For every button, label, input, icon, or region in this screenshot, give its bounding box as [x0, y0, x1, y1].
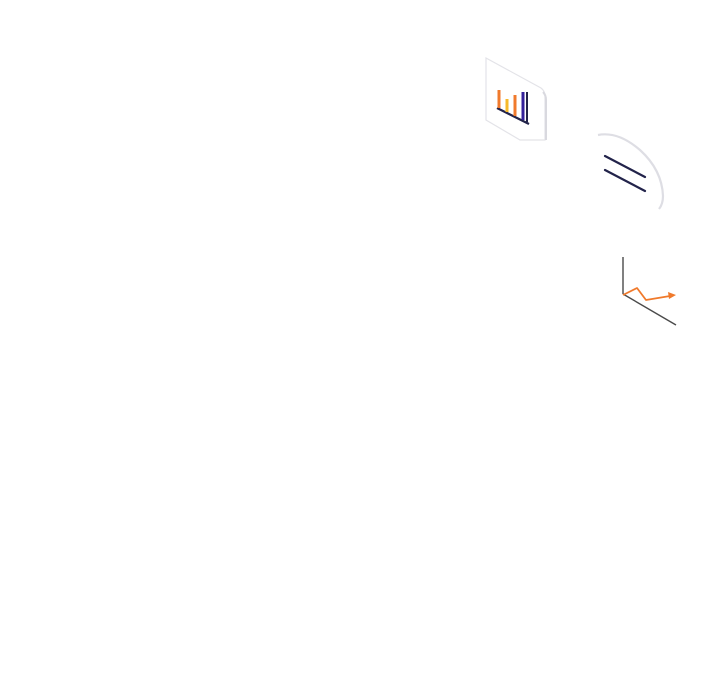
bar-chart-icon — [496, 90, 530, 125]
trend-arrow-head — [668, 292, 676, 299]
bar-chart-card — [485, 56, 547, 141]
trend-line — [622, 287, 671, 301]
x-axis-line — [622, 293, 677, 326]
text-lines-card — [597, 133, 665, 210]
bar-chart-card-edge — [542, 91, 547, 140]
text-lines-card-face — [597, 134, 662, 210]
line-chart-icon — [622, 257, 677, 326]
text-lines-card-edge — [597, 133, 665, 210]
text-lines-icon — [603, 154, 647, 193]
